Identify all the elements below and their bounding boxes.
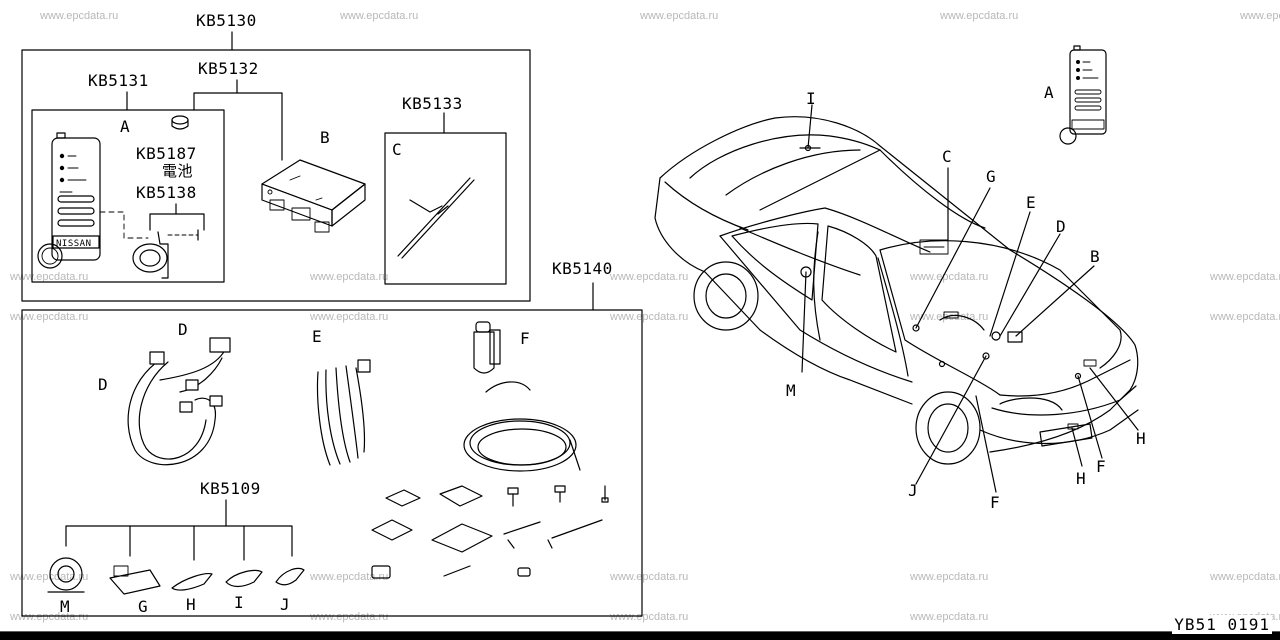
part-h-label-left: H <box>186 595 197 614</box>
part-b-label-car: B <box>1090 247 1101 266</box>
part-b-label-left: B <box>320 128 331 147</box>
part-d-label-car: D <box>1056 217 1067 236</box>
kit-kb5109-label: KB5109 <box>200 479 261 498</box>
battery <box>171 115 189 130</box>
watermark-text: www.epcdata.ru <box>40 10 119 22</box>
part-f-label-left: F <box>520 329 531 348</box>
kit-kb5130-frame <box>21 31 531 302</box>
part-m-label-car: M <box>786 381 797 400</box>
watermark-text: www.epcdata.ru <box>310 611 389 623</box>
sensor-f <box>463 321 581 472</box>
watermark-text: www.epcdata.ru <box>610 611 689 623</box>
part-e-label-car: E <box>1026 193 1037 212</box>
watermark-text: www.epcdata.ru <box>640 10 719 22</box>
kit-kb5187-label: KB5187 <box>136 144 197 163</box>
part-e-label-left: E <box>312 327 323 346</box>
harness-d <box>127 337 231 466</box>
harness-e <box>316 359 371 466</box>
watermark-text: www.epcdata.ru <box>940 10 1019 22</box>
kit-kb5109-parts <box>47 557 305 595</box>
part-g-label-left: G <box>138 597 149 616</box>
kit-kb5130-label: KB5130 <box>196 11 257 30</box>
transmitter-large <box>37 132 101 269</box>
car-outline <box>654 116 1139 465</box>
small-hardware <box>371 485 609 579</box>
antenna-coil <box>132 203 205 279</box>
part-f-label-car-right: F <box>1096 457 1107 476</box>
part-j-label-car: J <box>908 481 919 500</box>
watermark-text: www.epcdata.ru <box>910 311 989 323</box>
part-m-label-left: M <box>60 597 71 616</box>
part-a-label-car: A <box>1044 83 1055 102</box>
transmitter-brand: NISSAN <box>56 239 92 249</box>
watermark-text: www.epcdata.ru <box>310 271 389 283</box>
watermark-text: www.epcdata.ru <box>910 611 989 623</box>
part-f-label-car-bottom: F <box>990 493 1001 512</box>
car-leader-lines <box>801 104 1139 493</box>
control-unit <box>261 159 366 233</box>
watermark-text: www.epcdata.ru <box>10 311 89 323</box>
part-c-label-left: C <box>392 140 403 159</box>
watermark-text: www.epcdata.ru <box>1240 10 1280 22</box>
kit-kb5109-bracket <box>65 499 293 561</box>
watermark-text: www.epcdata.ru <box>1210 571 1280 583</box>
part-i-label-car: I <box>806 89 817 108</box>
part-h-label-car-bottom: H <box>1076 469 1087 488</box>
watermark-text: www.epcdata.ru <box>610 311 689 323</box>
part-a-label-left: A <box>120 117 131 136</box>
kit-kb5132-label: KB5132 <box>198 59 259 78</box>
watermark-text: www.epcdata.ru <box>1210 271 1280 283</box>
kit-kb5187-note: 電池 <box>162 162 194 180</box>
watermark-text: www.epcdata.ru <box>610 571 689 583</box>
watermark-text: www.epcdata.ru <box>340 10 419 22</box>
watermark-text: www.epcdata.ru <box>10 611 89 623</box>
watermark-text: www.epcdata.ru <box>310 571 389 583</box>
part-g-label-car: G <box>986 167 997 186</box>
watermark-text: www.epcdata.ru <box>910 571 989 583</box>
watermark-text: www.epcdata.ru <box>10 571 89 583</box>
drawing-code: YB51 0191 <box>1172 615 1272 634</box>
watermark-text: www.epcdata.ru <box>1210 311 1280 323</box>
watermark-text: www.epcdata.ru <box>610 271 689 283</box>
part-d-label-top: D <box>178 320 189 339</box>
watermark-text: www.epcdata.ru <box>310 311 389 323</box>
part-h-label-car-right: H <box>1136 429 1147 448</box>
part-j-label-left: J <box>280 595 291 614</box>
kit-kb5131-label: KB5131 <box>88 71 149 90</box>
kit-kb5140-frame <box>21 282 643 617</box>
watermark-text: www.epcdata.ru <box>910 271 989 283</box>
bottom-band <box>0 631 1280 640</box>
kit-kb5138-label: KB5138 <box>136 183 197 202</box>
transmitter-small <box>1059 45 1107 145</box>
kit-kb5140-label: KB5140 <box>552 259 613 278</box>
kit-kb5133-label: KB5133 <box>402 94 463 113</box>
part-d-label-side: D <box>98 375 109 394</box>
part-i-label-left: I <box>234 593 245 612</box>
antenna-wire <box>397 177 475 259</box>
watermark-text: www.epcdata.ru <box>10 271 89 283</box>
part-c-label-car: C <box>942 147 953 166</box>
